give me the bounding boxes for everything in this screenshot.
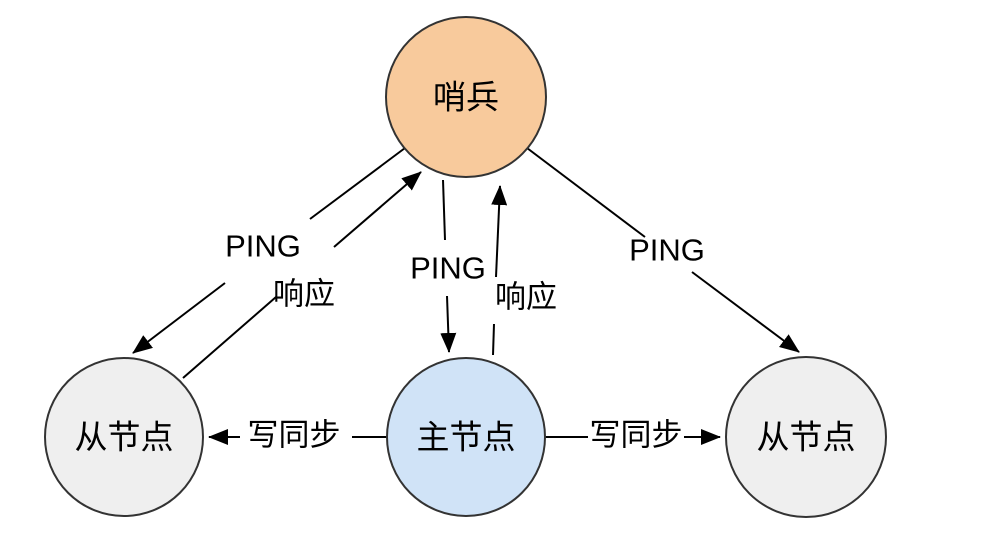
ping-middle-label: PING	[410, 251, 486, 286]
node-sentinel: 哨兵	[385, 16, 547, 178]
ping-left-label: PING	[225, 229, 301, 264]
response-middle-arrow	[491, 185, 508, 278]
edge-ping-right: PING	[526, 147, 800, 353]
ping-middle-line	[442, 179, 446, 241]
response-middle-label: 响应	[495, 280, 557, 315]
ping-right-line	[526, 147, 646, 238]
edge-response-left: 响应	[182, 171, 422, 379]
ping-middle-arrow	[440, 295, 457, 353]
response-left-arrow	[333, 171, 422, 248]
sentinel-circle	[385, 16, 547, 178]
slave-left-circle	[44, 357, 204, 517]
edge-ping-left: PING	[132, 147, 406, 354]
ping-right-label: PING	[629, 233, 705, 268]
edge-sync-left: 写同步	[208, 418, 387, 453]
ping-right-arrow	[691, 271, 800, 353]
node-master: 主节点	[386, 357, 546, 517]
response-left-label: 响应	[273, 277, 335, 312]
master-label: 主节点	[417, 419, 516, 456]
response-left-line	[182, 296, 277, 379]
edge-response-middle: 响应	[491, 185, 557, 356]
sync-left-label: 写同步	[248, 418, 341, 453]
edge-ping-middle: PING	[410, 179, 486, 353]
slave-right-label: 从节点	[757, 419, 856, 456]
ping-left-line	[309, 147, 406, 220]
ping-left-arrow	[132, 282, 226, 354]
master-circle	[386, 357, 546, 517]
response-middle-line	[492, 323, 495, 356]
slave-left-label: 从节点	[75, 419, 174, 456]
node-slave-right: 从节点	[725, 356, 887, 518]
slave-right-circle	[725, 356, 887, 518]
sentinel-label: 哨兵	[433, 79, 499, 116]
sync-right-label: 写同步	[590, 418, 683, 453]
node-slave-left: 从节点	[44, 357, 204, 517]
edge-sync-right: 写同步	[545, 418, 721, 453]
